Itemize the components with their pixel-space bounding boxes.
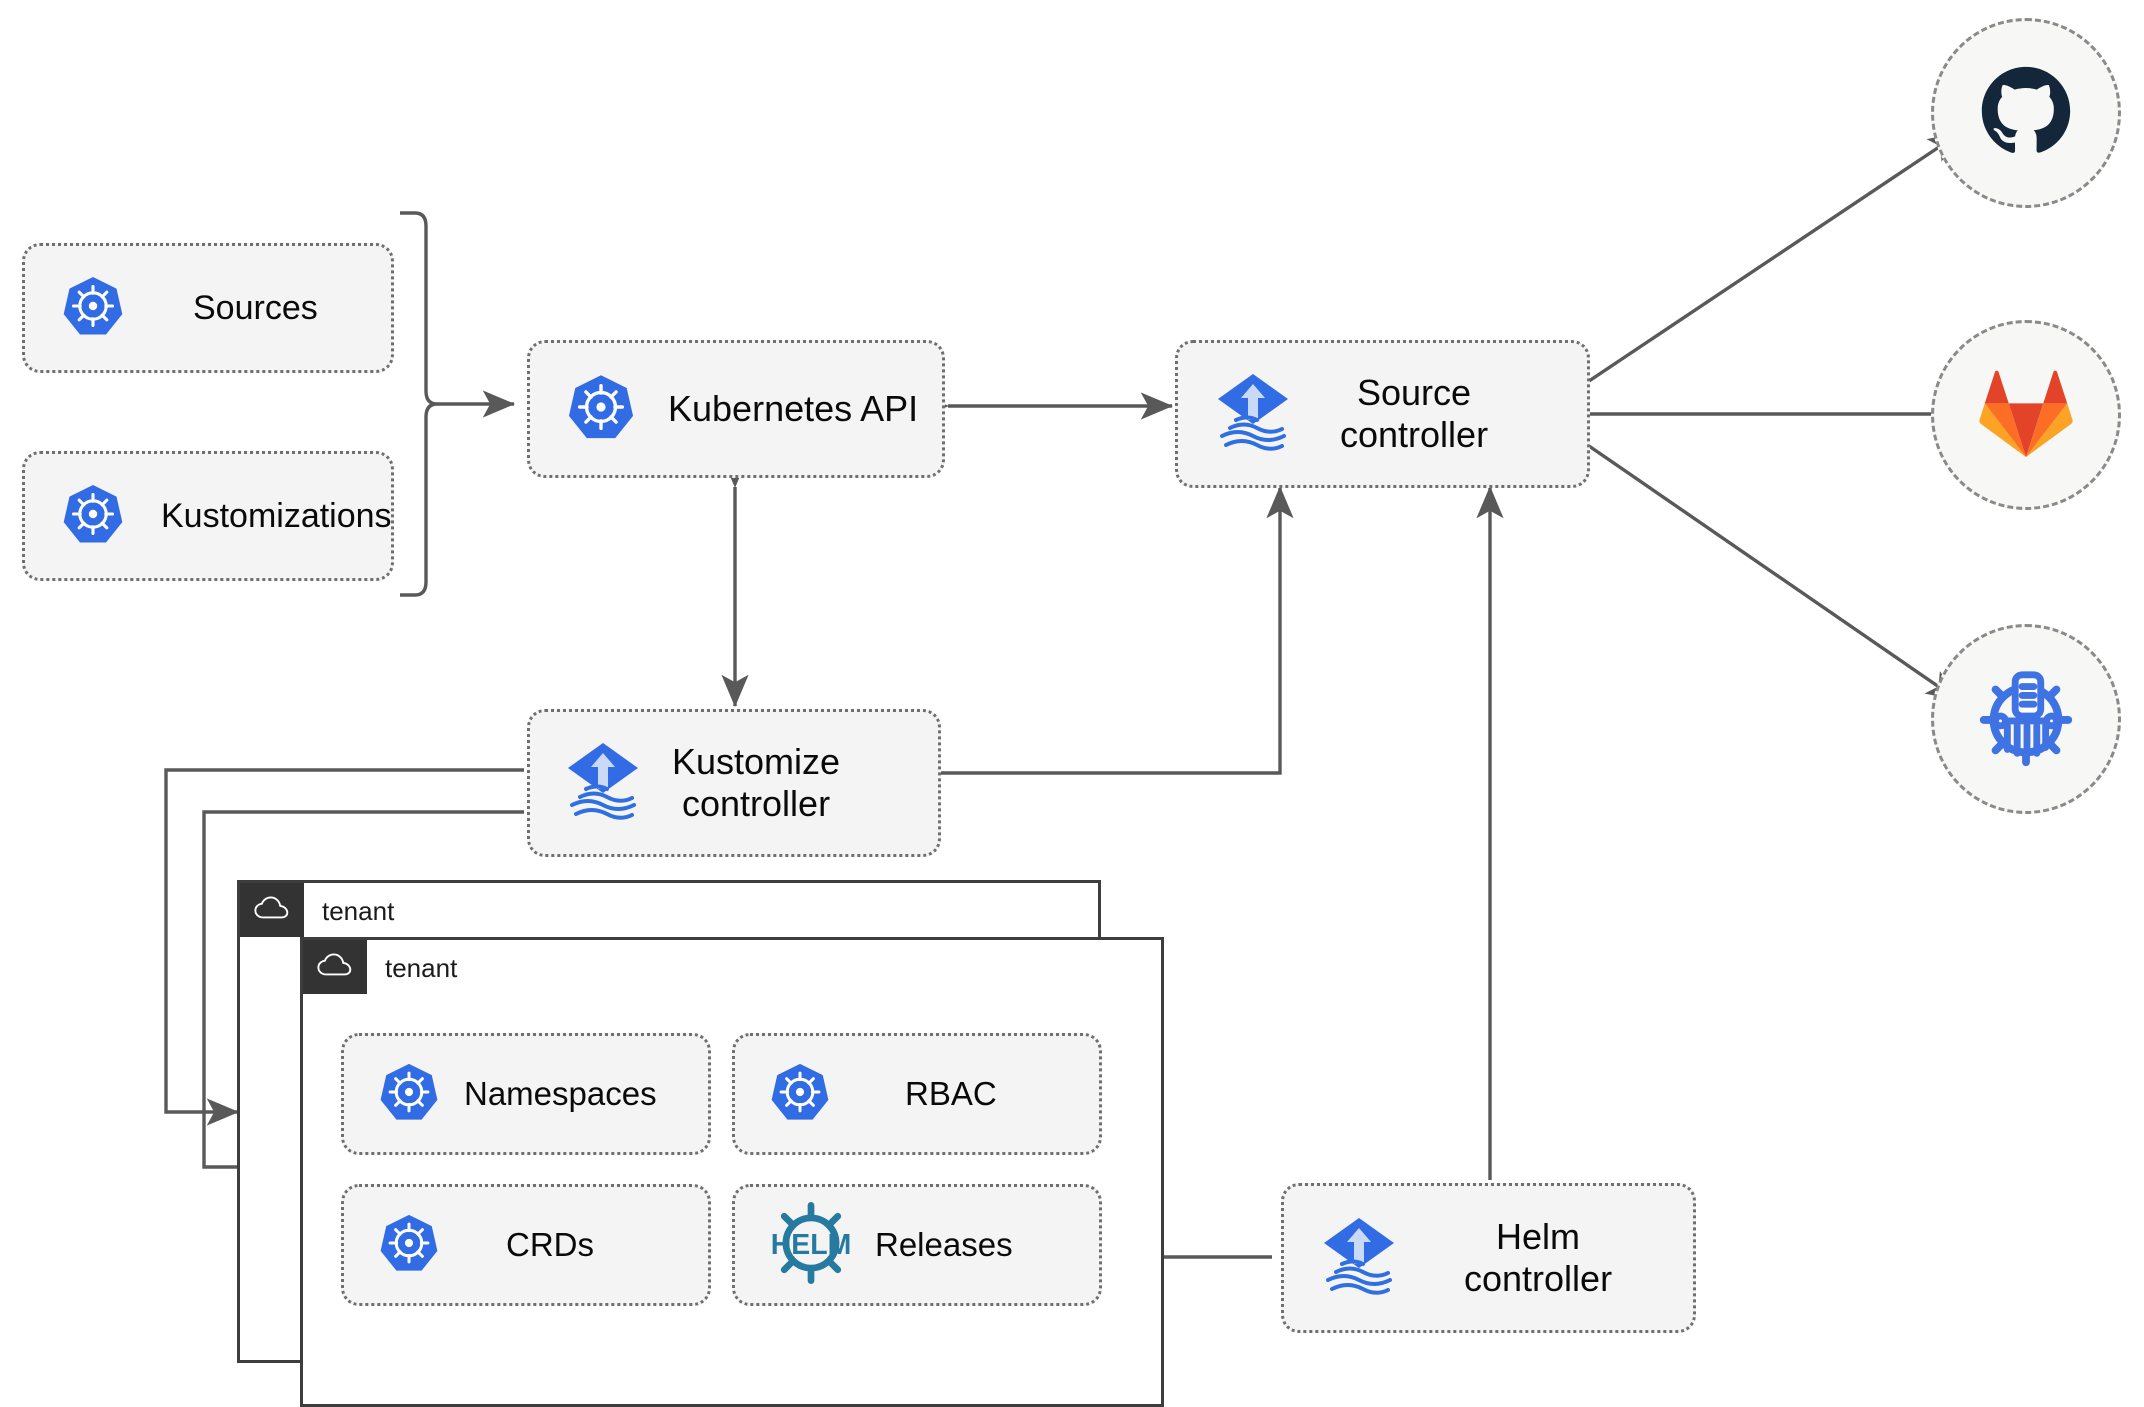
helm-wordmark: HELM [771, 1228, 852, 1260]
node-label: Source controller [1340, 371, 1489, 455]
cloud-icon [254, 895, 290, 926]
node-label: Kubernetes API [668, 387, 919, 429]
flux-icon [1212, 368, 1294, 461]
edge-source-to-helm-repository [1588, 444, 1959, 702]
tenant-resource-releases[interactable]: HELM Releases [732, 1184, 1102, 1306]
tenant-resource-rbac[interactable]: RBAC [732, 1033, 1102, 1155]
resources-bracket [400, 211, 438, 597]
flux-icon [562, 737, 644, 830]
tenant-resource-label: RBAC [905, 1074, 997, 1112]
kubernetes-icon [378, 1212, 440, 1279]
tenant-resource-crds[interactable]: CRDs [341, 1184, 711, 1306]
tenant-header [240, 883, 304, 937]
node-label: Kustomize controller [672, 740, 841, 824]
kubernetes-icon [566, 372, 636, 447]
kubernetes-icon [61, 274, 125, 343]
cloud-icon [317, 952, 353, 983]
tenant-resource-label: Releases [875, 1225, 1013, 1263]
resource-card-label: Sources [193, 288, 318, 327]
flux-icon [1318, 1212, 1400, 1305]
kubernetes-icon [61, 482, 125, 551]
provider-helm-repository[interactable] [1931, 624, 2121, 814]
tenant-resource-label: CRDs [506, 1225, 594, 1263]
resource-card-kustomizations[interactable]: Kustomizations [22, 451, 394, 581]
gitlab-icon [1978, 367, 2074, 464]
node-label: Helm controller [1464, 1215, 1613, 1299]
tenant-label: tenant [322, 896, 395, 926]
helm-repository-icon [1972, 663, 2080, 776]
node-kubernetes-api[interactable]: Kubernetes API [527, 340, 945, 478]
edge-kustomize-to-source [941, 485, 1294, 775]
edge-source-to-github [1588, 131, 1961, 383]
tenant-header [303, 940, 367, 994]
tenant-resource-namespaces[interactable]: Namespaces [341, 1033, 711, 1155]
kubernetes-icon [378, 1061, 440, 1128]
tenant-resource-label: Namespaces [464, 1074, 657, 1112]
kubernetes-icon [769, 1061, 831, 1128]
node-source-controller[interactable]: Source controller [1175, 340, 1590, 488]
provider-gitlab[interactable] [1931, 320, 2121, 510]
resource-card-label: Kustomizations [161, 496, 392, 535]
tenant-container-front[interactable]: tenant [300, 937, 1164, 1407]
tenant-label: tenant [385, 953, 458, 983]
github-icon [1978, 63, 2074, 164]
provider-github[interactable] [1931, 18, 2121, 208]
node-kustomize-controller[interactable]: Kustomize controller [527, 709, 941, 857]
helm-icon: HELM [765, 1197, 857, 1294]
resource-card-sources[interactable]: Sources [22, 243, 394, 373]
node-helm-controller[interactable]: Helm controller [1281, 1183, 1696, 1333]
